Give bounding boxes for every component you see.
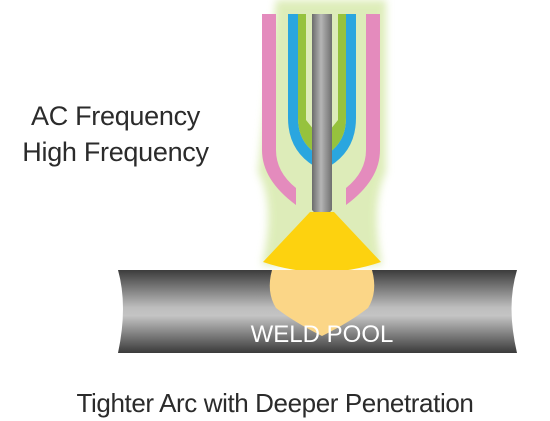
diagram-caption: Tighter Arc with Deeper Penetration	[76, 388, 474, 418]
welding-arc	[263, 212, 381, 272]
ac-frequency-label: AC Frequency	[31, 101, 200, 131]
inner-sleeve	[288, 14, 314, 166]
inner-sleeve-right	[330, 14, 356, 166]
weld-pool-label: WELD POOL	[251, 321, 394, 348]
collet	[298, 14, 314, 152]
collet-right	[330, 14, 346, 152]
outer-nozzle	[262, 14, 296, 205]
tungsten-electrode	[312, 14, 332, 216]
high-frequency-label: High Frequency	[22, 137, 209, 167]
outer-nozzle-right	[346, 14, 380, 205]
weld-pool	[269, 270, 375, 336]
